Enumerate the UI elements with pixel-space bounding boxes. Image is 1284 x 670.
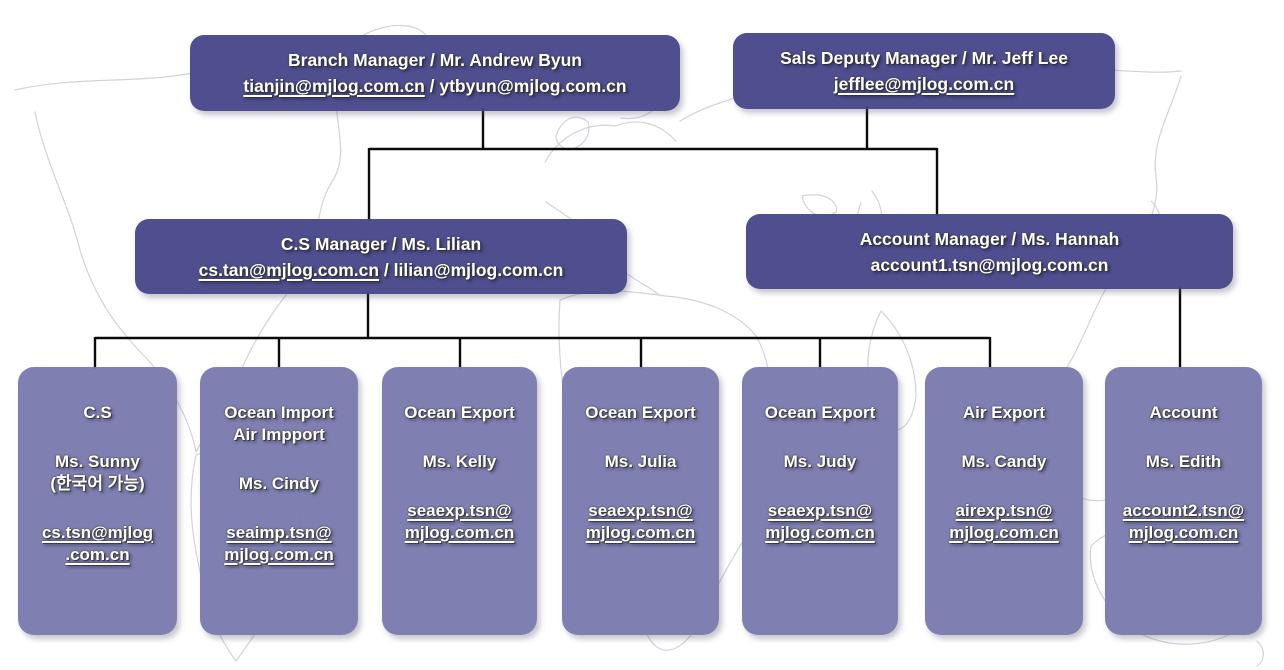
person: Ms. Julia [562,451,719,473]
email: cs.tsn@mjlog .com.cn [18,522,177,566]
email-line: cs.tan@mjlog.com.cn / lilian@mjlog.com.c… [135,257,627,283]
person-line: Ms. Candy [961,452,1047,471]
org-box-ocean-export-julia: Ocean Export Ms. Julia seaexp.tsn@ mjlog… [562,367,719,635]
org-box-import-cindy: Ocean Import Air Impport Ms. Cindy seaim… [200,367,358,635]
email-link[interactable]: seaexp.tsn@ [407,501,512,520]
person-line: Ms. Cindy [238,474,320,493]
email: seaexp.tsn@ mjlog.com.cn [382,500,537,544]
department: C.S [18,402,177,424]
org-box-ocean-export-kelly: Ocean Export Ms. Kelly seaexp.tsn@ mjlog… [382,367,537,635]
org-box-account-edith: Account Ms. Edith account2.tsn@ mjlog.co… [1105,367,1262,635]
org-box-branch-manager: Branch Manager / Mr. Andrew Byun tianjin… [190,35,680,111]
email-separator: / [424,76,440,96]
org-box-cs-sunny: C.S Ms. Sunny (한국어 가능) cs.tsn@mjlog .com… [18,367,177,635]
email-link[interactable]: mjlog.com.cn [765,523,875,542]
email-link[interactable]: mjlog.com.cn [949,523,1059,542]
email-link[interactable]: seaexp.tsn@ [588,501,693,520]
email: account2.tsn@ mjlog.com.cn [1105,500,1262,544]
email-link[interactable]: .com.cn [65,545,130,564]
department-line: Ocean Export [585,403,696,422]
person-line: Ms. Edith [1145,452,1222,471]
email-link[interactable]: mjlog.com.cn [404,523,515,542]
person: Ms. Kelly [382,451,537,473]
person: Ms. Sunny (한국어 가능) [18,451,177,495]
department: Ocean Export [742,402,898,424]
person: Ms. Cindy [200,473,358,495]
email-text: ytbyun@mjlog.com.cn [439,76,627,96]
email-link[interactable]: mjlog.com.cn [585,523,696,542]
email-link[interactable]: cs.tsn@mjlog [41,523,154,542]
email-line: tianjin@mjlog.com.cn / ytbyun@mjlog.com.… [190,73,680,99]
email-text: account1.tsn@mjlog.com.cn [870,254,1109,275]
department: Ocean Export [562,402,719,424]
role-title: Account Manager / Ms. Hannah [859,228,1120,249]
email-link[interactable]: jefflee@mjlog.com.cn [833,74,1015,94]
email-link[interactable]: seaimp.tsn@ [226,523,332,542]
org-box-ocean-export-judy: Ocean Export Ms. Judy seaexp.tsn@ mjlog.… [742,367,898,635]
department-line: C.S [83,403,112,422]
department: Ocean Export [382,402,537,424]
department-line: Account [1149,403,1218,422]
department-line: Ocean Export [764,403,876,422]
email-line: account1.tsn@mjlog.com.cn [746,252,1233,278]
email-link[interactable]: cs.tan@mjlog.com.cn [198,259,380,280]
department: Air Export [925,402,1083,424]
department: Account [1105,402,1262,424]
role-title: C.S Manager / Ms. Lilian [280,233,482,254]
person-line: Ms. Sunny [54,452,140,471]
email-link[interactable]: mjlog.com.cn [1128,523,1239,542]
person: Ms. Judy [742,451,898,473]
role-title: Branch Manager / Mr. Andrew Byun [288,50,582,70]
org-box-account-manager: Account Manager / Ms. Hannah account1.ts… [746,214,1233,289]
email: airexp.tsn@ mjlog.com.cn [925,500,1083,544]
person: Ms. Candy [925,451,1083,473]
email-text: lilian@mjlog.com.cn [393,259,564,280]
email-link[interactable]: seaexp.tsn@ [767,501,873,520]
email-line: jefflee@mjlog.com.cn [733,71,1115,97]
email-link[interactable]: mjlog.com.cn [224,545,334,564]
email-link[interactable]: tianjin@mjlog.com.cn [243,76,425,96]
department-line: Air Impport [233,425,325,444]
person-line: (한국어 가능) [50,474,145,493]
role-title: Sals Deputy Manager / Mr. Jeff Lee [780,48,1068,68]
person-line: Ms. Kelly [422,452,497,471]
org-box-sales-deputy-manager: Sals Deputy Manager / Mr. Jeff Lee jeffl… [733,33,1115,109]
department-line: Air Export [962,403,1046,422]
person-line: Ms. Judy [783,452,857,471]
person-line: Ms. Julia [604,452,677,471]
org-box-air-export-candy: Air Export Ms. Candy airexp.tsn@ mjlog.c… [925,367,1083,635]
person: Ms. Edith [1105,451,1262,473]
department: Ocean Import Air Impport [200,402,358,446]
email-separator: / [379,259,394,280]
email: seaexp.tsn@ mjlog.com.cn [562,500,719,544]
department-line: Ocean Import [224,403,334,422]
department-line: Ocean Export [404,403,515,422]
email-link[interactable]: airexp.tsn@ [955,501,1053,520]
email-link[interactable]: account2.tsn@ [1122,501,1245,520]
org-box-cs-manager: C.S Manager / Ms. Lilian cs.tan@mjlog.co… [135,219,627,294]
email: seaimp.tsn@ mjlog.com.cn [200,522,358,566]
email: seaexp.tsn@ mjlog.com.cn [742,500,898,544]
